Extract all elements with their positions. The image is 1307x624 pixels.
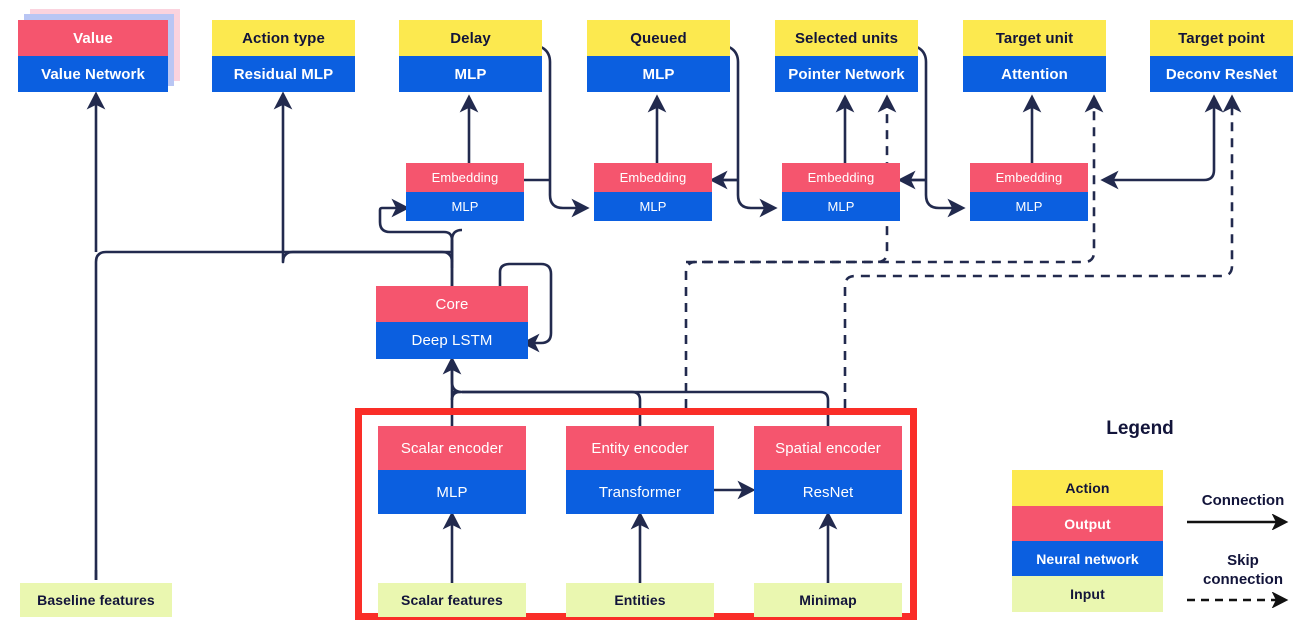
embedding-delay-bottom: MLP xyxy=(406,192,524,221)
head-action-type-bottom: Residual MLP xyxy=(212,56,355,92)
embedding-target-unit-top: Embedding xyxy=(970,163,1088,192)
head-value-top: Value xyxy=(18,20,168,56)
legend-skip-arrow xyxy=(1187,592,1289,608)
legend-swatch-action: Action xyxy=(1012,470,1163,506)
input-entities[interactable]: Entities xyxy=(566,583,714,617)
head-target-point[interactable]: Target point Deconv ResNet xyxy=(1150,20,1293,92)
head-delay[interactable]: Delay MLP xyxy=(399,20,542,92)
head-action-type[interactable]: Action type Residual MLP xyxy=(212,20,355,92)
head-queued-bottom: MLP xyxy=(587,56,730,92)
head-target-unit-top: Target unit xyxy=(963,20,1106,56)
encoder-spatial-top: Spatial encoder xyxy=(754,426,902,470)
encoder-spatial-bottom: ResNet xyxy=(754,470,902,514)
embedding-queued-bottom: MLP xyxy=(594,192,712,221)
embedding-delay-top: Embedding xyxy=(406,163,524,192)
input-minimap[interactable]: Minimap xyxy=(754,583,902,617)
head-selected-units-bottom: Pointer Network xyxy=(775,56,918,92)
head-action-type-top: Action type xyxy=(212,20,355,56)
embedding-selected-units-bottom: MLP xyxy=(782,192,900,221)
head-target-point-top: Target point xyxy=(1150,20,1293,56)
encoder-scalar-bottom: MLP xyxy=(378,470,526,514)
encoder-entity-bottom: Transformer xyxy=(566,470,714,514)
encoder-entity[interactable]: Entity encoder Transformer xyxy=(566,426,714,514)
embedding-target-unit-bottom: MLP xyxy=(970,192,1088,221)
head-queued[interactable]: Queued MLP xyxy=(587,20,730,92)
legend-connection-arrow xyxy=(1187,514,1289,530)
legend-title: Legend xyxy=(1106,418,1174,439)
legend-swatch-output: Output xyxy=(1012,506,1163,541)
embedding-selected-units-top: Embedding xyxy=(782,163,900,192)
embedding-queued[interactable]: Embedding MLP xyxy=(594,163,712,221)
head-selected-units[interactable]: Selected units Pointer Network xyxy=(775,20,918,92)
head-delay-bottom: MLP xyxy=(399,56,542,92)
core-bottom: Deep LSTM xyxy=(376,322,528,359)
encoder-spatial[interactable]: Spatial encoder ResNet xyxy=(754,426,902,514)
head-target-unit[interactable]: Target unit Attention xyxy=(963,20,1106,92)
encoder-scalar[interactable]: Scalar encoder MLP xyxy=(378,426,526,514)
embedding-selected-units[interactable]: Embedding MLP xyxy=(782,163,900,221)
head-value-bottom: Value Network xyxy=(18,56,168,92)
encoder-entity-top: Entity encoder xyxy=(566,426,714,470)
legend-swatch-stack: Action Output Neural network Input xyxy=(1012,470,1163,612)
core-module[interactable]: Core Deep LSTM xyxy=(376,286,528,359)
head-value[interactable]: Value Value Network xyxy=(18,20,168,92)
legend-skip-label-line2: connection xyxy=(1202,571,1283,588)
legend-swatch-neural-network: Neural network xyxy=(1012,541,1163,576)
embedding-queued-top: Embedding xyxy=(594,163,712,192)
head-selected-units-top: Selected units xyxy=(775,20,918,56)
core-top: Core xyxy=(376,286,528,322)
input-baseline-features[interactable]: Baseline features xyxy=(20,583,172,617)
input-scalar-features[interactable]: Scalar features xyxy=(378,583,526,617)
head-queued-top: Queued xyxy=(587,20,730,56)
head-target-point-bottom: Deconv ResNet xyxy=(1150,56,1293,92)
embedding-delay[interactable]: Embedding MLP xyxy=(406,163,524,221)
legend-swatch-input: Input xyxy=(1012,576,1163,612)
head-delay-top: Delay xyxy=(399,20,542,56)
legend-connection-label: Connection xyxy=(1201,492,1285,509)
encoder-scalar-top: Scalar encoder xyxy=(378,426,526,470)
legend-skip-label-line1: Skip xyxy=(1227,552,1259,569)
head-target-unit-bottom: Attention xyxy=(963,56,1106,92)
embedding-target-unit[interactable]: Embedding MLP xyxy=(970,163,1088,221)
